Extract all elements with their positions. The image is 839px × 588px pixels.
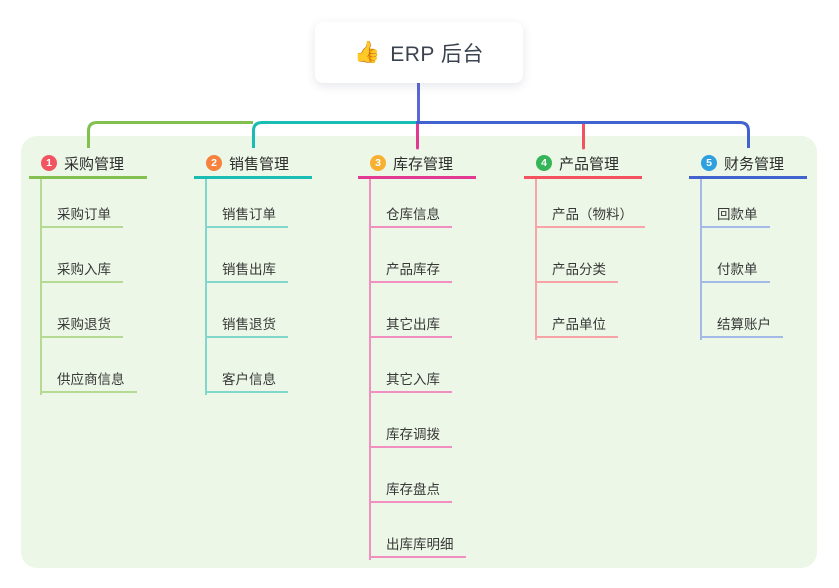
child-node[interactable]: 客户信息	[205, 368, 288, 393]
branch-badge-5: 5	[701, 155, 717, 171]
child-node[interactable]: 采购退货	[40, 313, 123, 338]
child-node[interactable]: 库存盘点	[369, 478, 452, 503]
branch-child-connector	[40, 179, 42, 395]
child-node[interactable]: 结算账户	[700, 313, 783, 338]
branch-title-inventory[interactable]: 3 库存管理	[358, 150, 476, 179]
child-node[interactable]: 销售退货	[205, 313, 288, 338]
branch-badge-1: 1	[41, 155, 57, 171]
branch-title-sales[interactable]: 2 销售管理	[194, 150, 312, 179]
child-node[interactable]: 仓库信息	[369, 203, 452, 228]
branch-child-connector	[535, 179, 537, 340]
root-node[interactable]: 👍 ERP 后台	[315, 22, 523, 83]
branch-badge-2: 2	[206, 155, 222, 171]
background-panel	[21, 136, 817, 568]
branch-label: 产品管理	[559, 155, 620, 173]
branch-inventory: 3 库存管理 仓库信息 产品库存 其它出库 其它入库 库存调拨 库存盘点 出库库…	[358, 150, 476, 560]
branch-purchase: 1 采购管理 采购订单 采购入库 采购退货 供应商信息	[29, 150, 147, 395]
branch-title-finance[interactable]: 5 财务管理	[689, 150, 807, 179]
branch-label: 采购管理	[64, 155, 125, 173]
child-node[interactable]: 销售出库	[205, 258, 288, 283]
child-node[interactable]: 产品单位	[535, 313, 618, 338]
child-node[interactable]: 产品（物料）	[535, 203, 645, 228]
child-node[interactable]: 其它出库	[369, 313, 452, 338]
branch-title-purchase[interactable]: 1 采购管理	[29, 150, 147, 179]
root-label: ERP 后台	[390, 42, 484, 66]
branch-label: 库存管理	[393, 155, 454, 173]
branch-child-connector	[205, 179, 207, 395]
branch-sales: 2 销售管理 销售订单 销售出库 销售退货 客户信息	[194, 150, 312, 395]
branch-product: 4 产品管理 产品（物料） 产品分类 产品单位	[524, 150, 645, 340]
branch-title-product[interactable]: 4 产品管理	[524, 150, 642, 179]
branch-child-connector	[700, 179, 702, 340]
child-node[interactable]: 采购入库	[40, 258, 123, 283]
thumbs-up-icon: 👍	[354, 41, 381, 64]
child-node[interactable]: 产品分类	[535, 258, 618, 283]
branch-badge-3: 3	[370, 155, 386, 171]
child-node[interactable]: 出库库明细	[369, 533, 466, 558]
child-node[interactable]: 付款单	[700, 258, 770, 283]
child-node[interactable]: 产品库存	[369, 258, 452, 283]
child-node[interactable]: 库存调拨	[369, 423, 452, 448]
branch-badge-4: 4	[536, 155, 552, 171]
branch-label: 财务管理	[724, 155, 785, 173]
child-node[interactable]: 回款单	[700, 203, 770, 228]
branch-finance: 5 财务管理 回款单 付款单 结算账户	[689, 150, 807, 340]
child-node[interactable]: 其它入库	[369, 368, 452, 393]
branch-child-connector	[369, 179, 371, 560]
child-node[interactable]: 销售订单	[205, 203, 288, 228]
child-node[interactable]: 采购订单	[40, 203, 123, 228]
child-node[interactable]: 供应商信息	[40, 368, 137, 393]
branch-label: 销售管理	[229, 155, 290, 173]
